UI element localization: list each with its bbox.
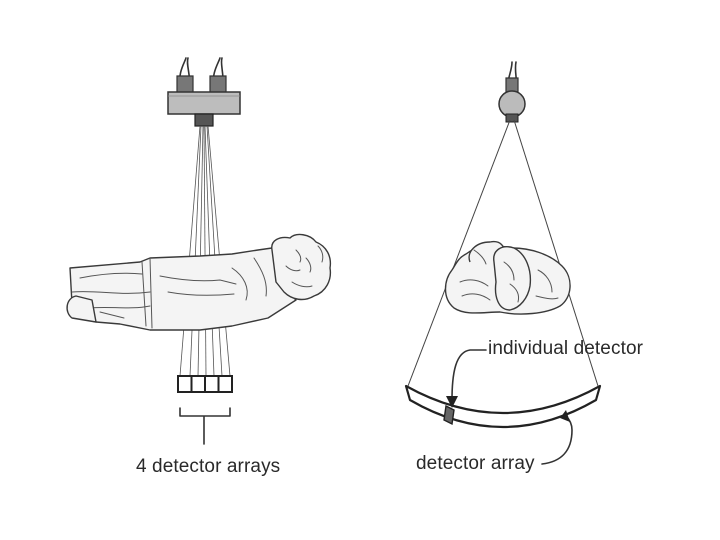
individual-detector-label: individual detector	[488, 338, 644, 359]
right-patient-crosssection	[444, 240, 571, 315]
right-xray-tube	[498, 61, 526, 123]
detector-array-label: detector array	[416, 453, 535, 474]
left-detector-arrays	[177, 375, 233, 393]
four-detector-arrays-caption: 4 detector arrays	[136, 456, 281, 477]
left-brace	[179, 407, 231, 445]
left-xray-beams	[179, 125, 231, 377]
detector-array-pointer	[541, 410, 573, 465]
left-patient-lying	[66, 233, 332, 331]
right-detector-array	[404, 384, 602, 428]
right-fan-beam	[407, 119, 599, 387]
individual-detector-pointer	[446, 349, 487, 408]
left-xray-tube	[167, 57, 241, 127]
